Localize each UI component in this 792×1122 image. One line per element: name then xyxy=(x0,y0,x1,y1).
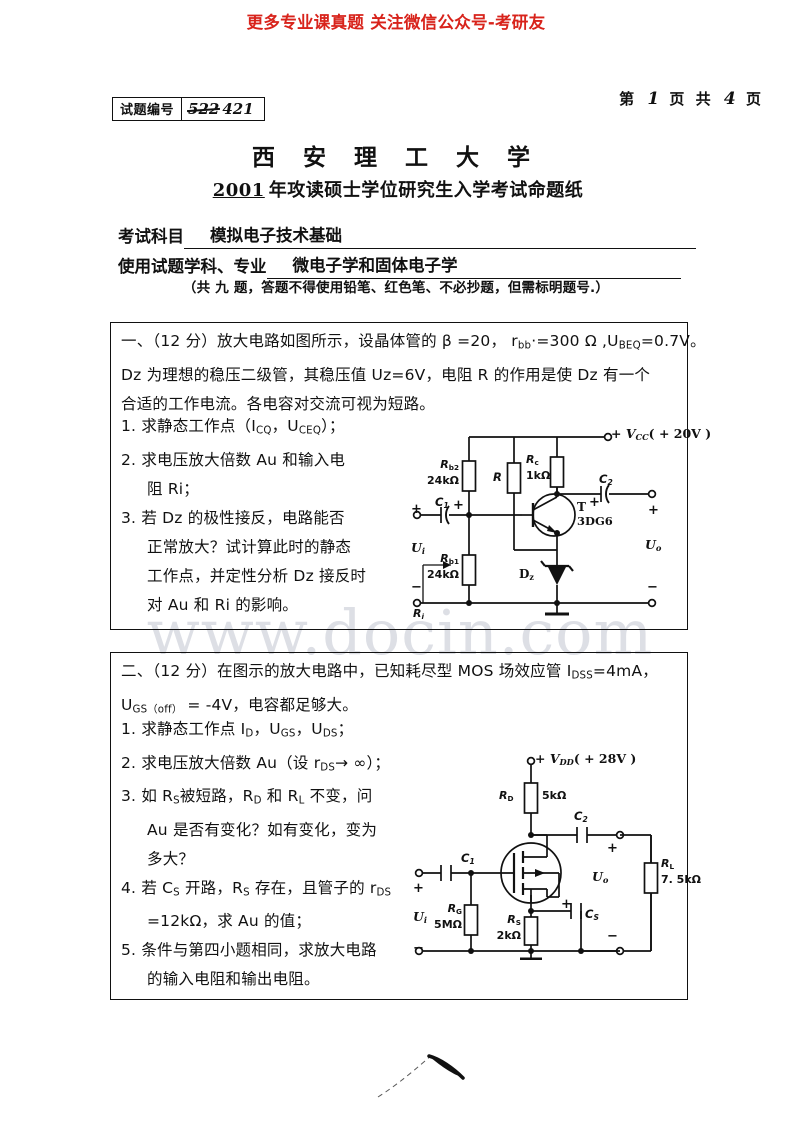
label-uo-plus: + xyxy=(607,841,618,856)
page-label-total: 共 xyxy=(695,90,714,108)
major-value: 微电子学和固体电子学 xyxy=(292,256,458,275)
page-total-number: 4 xyxy=(723,89,736,109)
major-label: 使用试题学科、专业 xyxy=(118,257,267,276)
exam-code-box: 试题编号 522 421 xyxy=(112,97,265,121)
promo-banner: 更多专业课真题 关注微信公众号-考研友 xyxy=(0,0,792,46)
label-uo-plus: + xyxy=(648,503,659,518)
question-one-line: 合适的工作电流。各电容对交流可视为短路。 xyxy=(121,394,436,413)
question-two-item: 4. 若 CS 开路，RS 存在，且管子的 rDS xyxy=(121,878,392,899)
question-two-text: 二、（12 分）在图示的放大电路中，已知耗尽型 MOS 场效应管 IDSS=4m… xyxy=(121,657,683,724)
label-ui-plus: + xyxy=(411,502,422,517)
page-label-page2: 页 xyxy=(745,90,764,108)
subject-field: 模拟电子技术基础 xyxy=(184,222,696,249)
question-one-line: Dz 为理想的稳压二级管，其稳压值 Uz=6V，电阻 R 的作用是使 Dz 有一… xyxy=(121,365,651,384)
circuit-diagram-bjt: + VCC( + 20V ) Rb2 24kΩ Rb1 24kΩ R Rc 1k… xyxy=(409,415,711,630)
question-two-line: UGS（off） = -4V，电容都足够大。 xyxy=(121,695,358,716)
question-one-item: 3. 若 Dz 的极性接反，电路能否 xyxy=(121,508,345,527)
label-ui-minus: − xyxy=(411,580,422,595)
label-cs: CS xyxy=(585,907,599,922)
question-one-item: 2. 求电压放大倍数 Au 和输入电 xyxy=(121,450,346,469)
label-ui-minus: − xyxy=(413,941,424,956)
subject-value: 模拟电子技术基础 xyxy=(210,226,342,245)
university-title: 西 安 理 工 大 学 xyxy=(251,144,541,171)
exam-title-text: 年攻读硕士学位研究生入学考试命题纸 xyxy=(268,180,584,201)
question-two-item: 2. 求电压放大倍数 Au（设 rDS→ ∞）； xyxy=(121,753,391,774)
question-one-item: 阻 Ri； xyxy=(147,479,200,498)
major-field: 微电子学和固体电子学 xyxy=(266,252,681,279)
question-two-item: 5. 条件与第四小题相同，求放大电路 xyxy=(121,941,377,960)
label-ui-plus: + xyxy=(413,881,424,896)
label-rd-value: 5kΩ xyxy=(542,789,567,802)
subject-label: 考试科目 xyxy=(118,227,184,246)
label-uo-minus: − xyxy=(647,580,658,595)
page-label-first: 第 xyxy=(619,90,638,108)
label-r: R xyxy=(493,470,502,484)
label-c2-polarity: + xyxy=(589,495,600,510)
question-two-item: =12kΩ，求 Au 的值； xyxy=(147,912,312,931)
label-ri: Ri xyxy=(413,607,424,621)
question-two-item: 多大？ xyxy=(147,849,195,868)
question-one-box: 一、（12 分）放大电路如图所示，设晶体管的 β =20， rbb·=300 Ω… xyxy=(110,322,711,630)
label-c1-polarity: + xyxy=(453,498,464,513)
question-two-item: 1. 求静态工作点 ID，UGS，UDS； xyxy=(121,720,354,740)
label-c1: C1 xyxy=(435,495,449,510)
label-vdd: + VDD( + 28V ) xyxy=(535,751,637,768)
subject-row: 考试科目 模拟电子技术基础 xyxy=(118,222,696,249)
label-rc: Rc 1kΩ xyxy=(526,453,551,482)
question-one-item: 正常放大？试计算此时的静态 xyxy=(147,537,352,556)
handwritten-pen-mark xyxy=(370,1035,510,1109)
page-number-header: 第 1 页 共 4 页 xyxy=(619,88,764,109)
label-c2: C2 xyxy=(574,809,588,824)
exam-code-value: 522 421 xyxy=(182,98,264,120)
label-uo-minus: − xyxy=(607,929,618,944)
question-two-item: 3. 如 RS被短路，RD 和 RL 不变，问 xyxy=(121,787,373,807)
label-uo: Uo xyxy=(645,537,662,554)
label-ui: Ui xyxy=(411,540,426,557)
question-one-item: 对 Au 和 Ri 的影响。 xyxy=(147,595,299,614)
question-one-items: 1. 求静态工作点（ICQ，UCEQ）； 2. 求电压放大倍数 Au 和输入电 … xyxy=(121,412,431,620)
question-two-box: 二、（12 分）在图示的放大电路中，已知耗尽型 MOS 场效应管 IDSS=4m… xyxy=(110,652,701,1000)
page-label-page: 页 xyxy=(669,90,688,108)
promo-banner-text: 更多专业课真题 关注微信公众号-考研友 xyxy=(246,13,546,32)
exam-instructions-note: （共 九 题，答题不得使用铅笔、红色笔、不必抄题，但需标明题号.） xyxy=(182,280,610,296)
question-one-item: 工作点，并定性分析 Dz 接反时 xyxy=(147,566,367,585)
page-current-number: 1 xyxy=(647,89,660,109)
exam-year: 2001 xyxy=(212,180,265,201)
question-two-line: 二、（12 分）在图示的放大电路中，已知耗尽型 MOS 场效应管 IDSS=4m… xyxy=(121,662,658,682)
question-one-line: 一、（12 分）放大电路如图所示，设晶体管的 β =20， rbb·=300 Ω… xyxy=(121,332,706,352)
question-two-item: Au 是否有变化？如有变化，变为 xyxy=(147,820,378,839)
question-one-item: 1. 求静态工作点（ICQ，UCEQ）； xyxy=(121,417,345,437)
label-rb1: Rb1 24kΩ xyxy=(427,552,459,581)
question-two-item: 的输入电阻和输出电阻。 xyxy=(147,970,320,989)
label-rb2: Rb2 24kΩ xyxy=(427,458,459,487)
label-vcc: + VCC( + 20V ) xyxy=(611,426,712,443)
question-two-items: 1. 求静态工作点 ID，UGS，UDS； 2. 求电压放大倍数 Au（设 rD… xyxy=(121,715,441,994)
label-zener: Dz xyxy=(519,567,534,582)
label-c1: C1 xyxy=(461,851,475,866)
question-one-text: 一、（12 分）放大电路如图所示，设晶体管的 β =20， rbb·=300 Ω… xyxy=(121,327,706,419)
label-ui: Ui xyxy=(413,909,428,926)
exam-code-struck: 522 xyxy=(188,100,220,118)
label-rd: RD xyxy=(499,789,514,803)
label-uo: Uo xyxy=(592,869,609,886)
label-cs-polarity: + xyxy=(561,897,572,912)
exam-code-handwritten: 421 xyxy=(222,100,254,118)
exam-code-label: 试题编号 xyxy=(113,98,183,120)
label-c2: C2 xyxy=(599,472,613,487)
major-row: 使用试题学科、专业 微电子学和固体电子学 xyxy=(118,252,681,279)
